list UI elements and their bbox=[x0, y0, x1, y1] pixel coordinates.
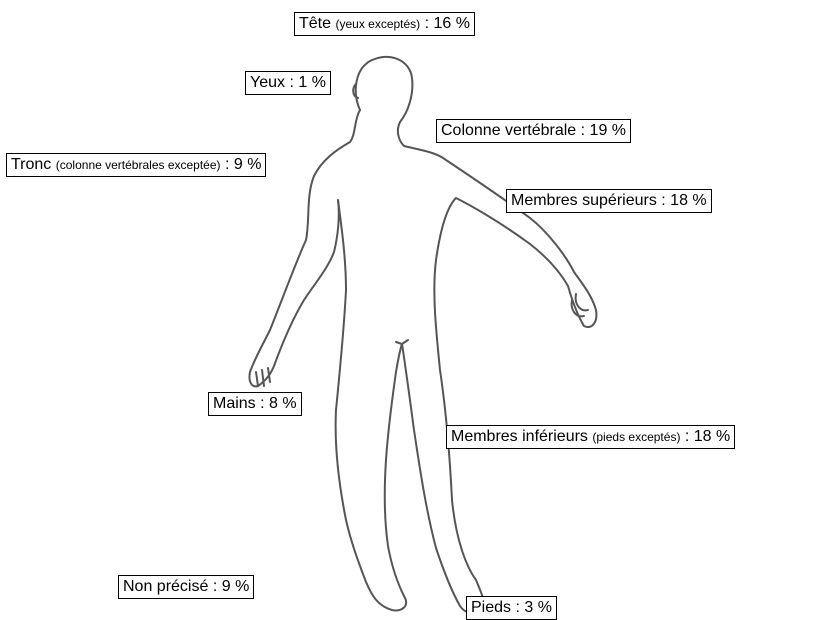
label-tronc-note: (colonne vertébrales exceptée) bbox=[56, 158, 221, 172]
label-tronc-main: Tronc bbox=[11, 156, 51, 173]
label-pieds-main: Pieds bbox=[471, 599, 511, 616]
label-msup-main: Membres supérieurs bbox=[511, 192, 657, 209]
label-mains-value: : 8 % bbox=[260, 395, 296, 412]
label-mains-main: Mains bbox=[213, 395, 256, 412]
label-colonne-value: : 19 % bbox=[581, 122, 626, 139]
label-tronc-value: : 9 % bbox=[225, 156, 261, 173]
label-nonprecise-main: Non précisé bbox=[123, 578, 208, 595]
label-minf-note: (pieds exceptés) bbox=[592, 430, 680, 444]
label-pieds-value: : 3 % bbox=[515, 599, 551, 616]
label-mains: Mains : 8 % bbox=[208, 392, 302, 416]
label-membres-superieurs: Membres supérieurs : 18 % bbox=[506, 189, 712, 213]
label-tete-main: Tête bbox=[299, 15, 331, 32]
label-nonprecise-value: : 9 % bbox=[213, 578, 249, 595]
label-colonne-main: Colonne vertébrale bbox=[441, 122, 576, 139]
label-minf-main: Membres inférieurs bbox=[451, 428, 588, 445]
label-pieds: Pieds : 3 % bbox=[466, 596, 557, 620]
label-msup-value: : 18 % bbox=[661, 192, 706, 209]
label-yeux-main: Yeux bbox=[250, 74, 285, 91]
label-colonne-vertebrale: Colonne vertébrale : 19 % bbox=[436, 119, 631, 143]
label-tronc: Tronc (colonne vertébrales exceptée) : 9… bbox=[6, 153, 266, 177]
label-tete-note: (yeux exceptés) bbox=[335, 17, 420, 31]
label-non-precise: Non précisé : 9 % bbox=[118, 575, 254, 599]
label-tete: Tête (yeux exceptés) : 16 % bbox=[294, 12, 475, 36]
label-tete-value: : 16 % bbox=[425, 15, 470, 32]
label-yeux-value: : 1 % bbox=[289, 74, 325, 91]
label-minf-value: : 18 % bbox=[685, 428, 730, 445]
label-yeux: Yeux : 1 % bbox=[245, 71, 331, 95]
label-membres-inferieurs: Membres inférieurs (pieds exceptés) : 18… bbox=[446, 425, 735, 449]
